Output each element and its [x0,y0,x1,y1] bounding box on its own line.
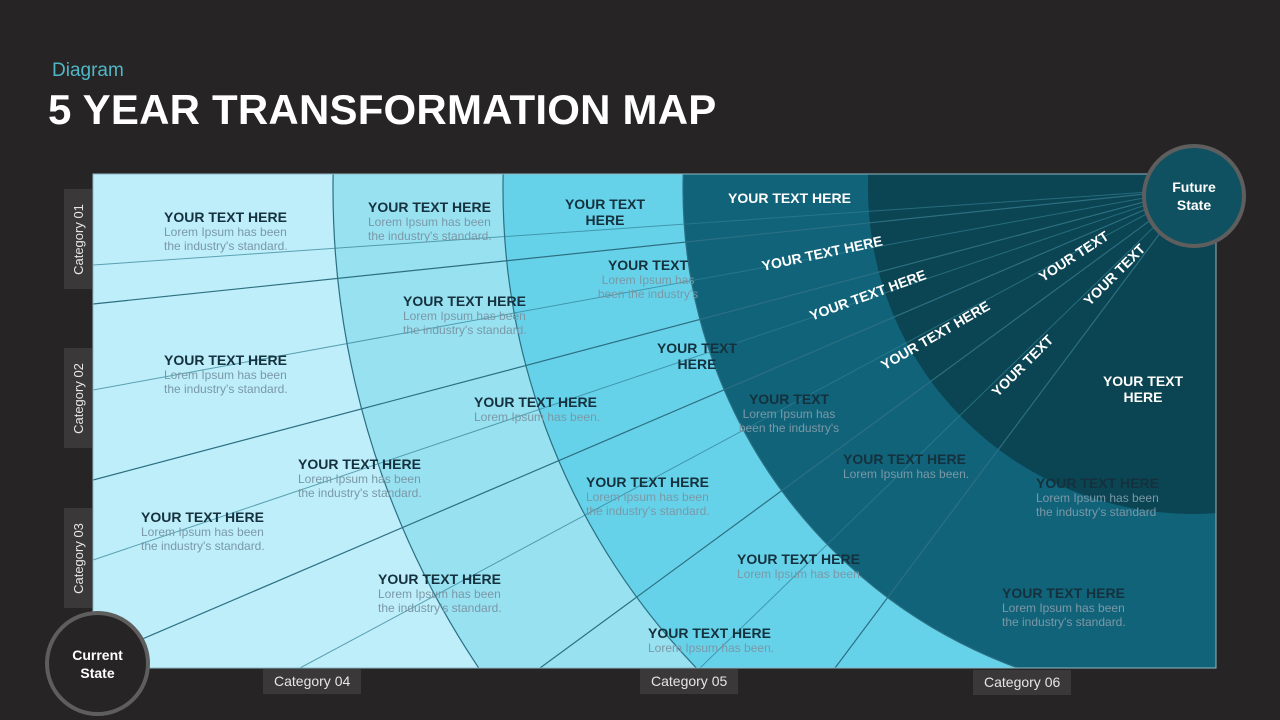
row-category-02: Category 02 [64,348,92,448]
col-category-06: Category 06 [973,670,1072,695]
row-category-03: Category 03 [64,508,92,608]
page-title: 5 YEAR TRANSFORMATION MAP [48,86,717,133]
subtitle: Diagram [52,60,124,81]
dark-label-1: YOUR TEXT HERE [728,190,851,206]
col-category-05: Category 05 [640,669,739,694]
col-category-04: Category 04 [263,669,362,694]
band-5 [868,174,1216,514]
row-category-01: Category 01 [64,189,92,289]
